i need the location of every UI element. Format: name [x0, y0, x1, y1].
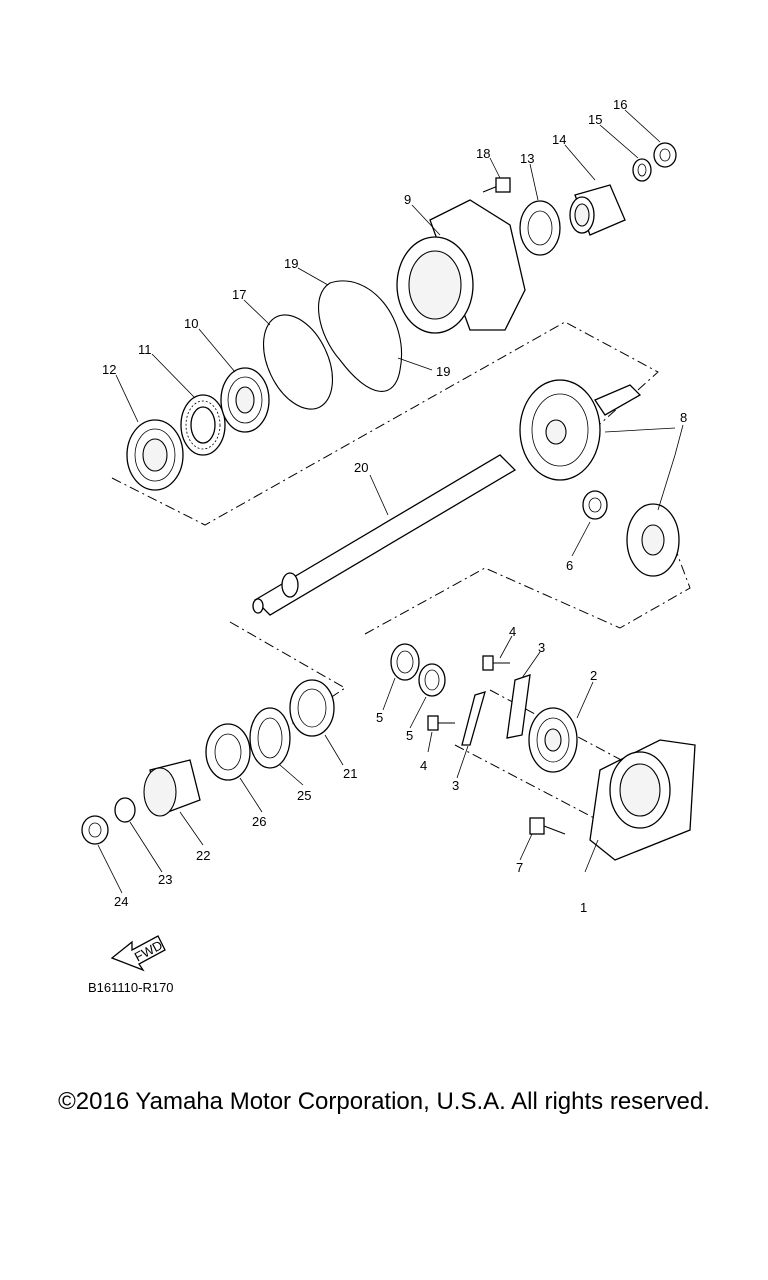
- callout-label: 4: [509, 624, 516, 639]
- callout-label: 1: [580, 900, 587, 915]
- callout-label: 19: [284, 256, 298, 271]
- part-washer-23: [114, 797, 136, 823]
- part-washer-5b: [418, 663, 446, 697]
- part-nut-16: [653, 142, 677, 168]
- copyright-notice: ©2016 Yamaha Motor Corporation, U.S.A. A…: [58, 1088, 710, 1115]
- part-housing-9: [396, 199, 526, 334]
- callout-label: 26: [252, 814, 266, 829]
- part-shaft-20: [252, 454, 517, 616]
- callout-label: 20: [354, 460, 368, 475]
- callout-label: 9: [404, 192, 411, 207]
- fwd-arrow-icon: FWD: [110, 935, 166, 972]
- part-washer-15: [632, 158, 652, 182]
- callout-label: 2: [590, 668, 597, 683]
- callout-label: 7: [516, 860, 523, 875]
- fwd-label: FWD: [132, 937, 165, 964]
- part-plate-3b: [461, 691, 486, 746]
- callout-label: 24: [114, 894, 128, 909]
- callout-label: 13: [520, 151, 534, 166]
- part-bolt-4b: [427, 715, 455, 731]
- part-bearing-12: [126, 419, 184, 491]
- part-washer-5a: [390, 643, 420, 681]
- callout-label: 19: [436, 364, 450, 379]
- part-bolt-4a: [482, 655, 510, 671]
- callout-label: 5: [376, 710, 383, 725]
- part-needle-bearing-11: [180, 394, 226, 456]
- callout-labels: 1 2 3 3 4 4 5 5 6 7 8 9 10 11 12 13 14 1…: [102, 97, 687, 915]
- part-gear-set-8: [519, 379, 680, 577]
- leader-lines: [97, 109, 684, 894]
- callout-label: 16: [613, 97, 627, 112]
- part-nut-24: [81, 815, 109, 845]
- part-plate-3a: [506, 674, 531, 739]
- callout-label: 4: [420, 758, 427, 773]
- callout-label: 17: [232, 287, 246, 302]
- part-gasket-19: [317, 280, 402, 392]
- callout-label: 23: [158, 872, 172, 887]
- part-bolt-18: [482, 177, 511, 193]
- part-case-1: [589, 739, 696, 861]
- callout-label: 25: [297, 788, 311, 803]
- part-nut-6: [582, 490, 608, 520]
- part-coupling-14: [569, 184, 626, 236]
- callout-label: 15: [588, 112, 602, 127]
- part-bolt-7: [529, 817, 566, 835]
- callout-label: 5: [406, 728, 413, 743]
- part-seal-13: [519, 200, 561, 256]
- callout-label: 8: [680, 410, 687, 425]
- part-bearing-2: [528, 707, 578, 773]
- callout-label: 22: [196, 848, 210, 863]
- callout-label: 6: [566, 558, 573, 573]
- callout-label: 12: [102, 362, 116, 377]
- part-bearing-21: [289, 679, 335, 737]
- callout-label: 14: [552, 132, 566, 147]
- callout-label: 21: [343, 766, 357, 781]
- diagram-code: B161110-R170: [88, 980, 174, 995]
- callout-label: 3: [452, 778, 459, 793]
- part-collar-25: [249, 707, 291, 769]
- part-seal-26: [205, 723, 251, 781]
- part-bearing-10: [220, 367, 270, 433]
- part-coupling-22: [143, 759, 201, 817]
- callout-label: 18: [476, 146, 490, 161]
- part-o-ring-17: [263, 314, 333, 410]
- callout-label: 10: [184, 316, 198, 331]
- callout-label: 3: [538, 640, 545, 655]
- callout-label: 11: [138, 342, 152, 357]
